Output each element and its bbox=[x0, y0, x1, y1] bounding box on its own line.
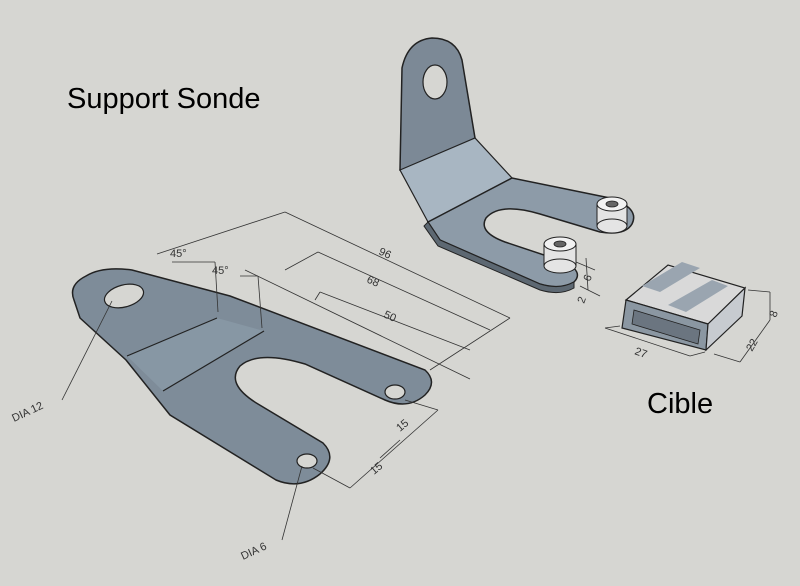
angle-label-1: 45° bbox=[170, 248, 187, 260]
flat-bracket-small-hole-2 bbox=[296, 453, 318, 469]
dimension-15-lower: 15 bbox=[368, 460, 385, 477]
angle-label-2: 45° bbox=[212, 265, 229, 277]
folded-bracket-upright bbox=[399, 37, 476, 171]
dimension-15-upper: 15 bbox=[394, 417, 411, 434]
dia-12-label: DIA 12 bbox=[10, 400, 45, 425]
support-sonde-title: Support Sonde bbox=[67, 83, 260, 115]
standoff-2 bbox=[543, 236, 577, 274]
dimension-27: 27 bbox=[633, 346, 649, 361]
flat-bracket-plate bbox=[71, 268, 433, 485]
flat-bracket-large-hole bbox=[103, 283, 145, 309]
dimension-68: 68 bbox=[365, 274, 381, 290]
flat-bracket-bend-band bbox=[127, 318, 264, 391]
folded-bracket-3d bbox=[399, 37, 635, 297]
cible-title: Cible bbox=[647, 388, 713, 420]
flat-bracket bbox=[71, 268, 433, 485]
fold-line-1 bbox=[126, 317, 218, 357]
fold-line-2 bbox=[162, 330, 265, 392]
upright-hole bbox=[422, 64, 448, 100]
dimension-8: 8 bbox=[768, 309, 781, 319]
dimension-96: 96 bbox=[377, 246, 393, 262]
flat-dimension-lines bbox=[61, 211, 511, 541]
cible-side-face bbox=[705, 286, 746, 352]
dimension-6: 6 bbox=[582, 273, 595, 283]
dimension-22: 22 bbox=[744, 337, 761, 354]
dimension-50: 50 bbox=[382, 309, 398, 325]
flat-bracket-small-hole-1 bbox=[384, 384, 406, 400]
folded-bracket-base-edge bbox=[423, 221, 575, 294]
dia-6-label: DIA 6 bbox=[239, 540, 268, 562]
dimension-2: 2 bbox=[576, 295, 589, 305]
cible-block bbox=[604, 262, 771, 363]
standoff-1 bbox=[596, 196, 628, 234]
